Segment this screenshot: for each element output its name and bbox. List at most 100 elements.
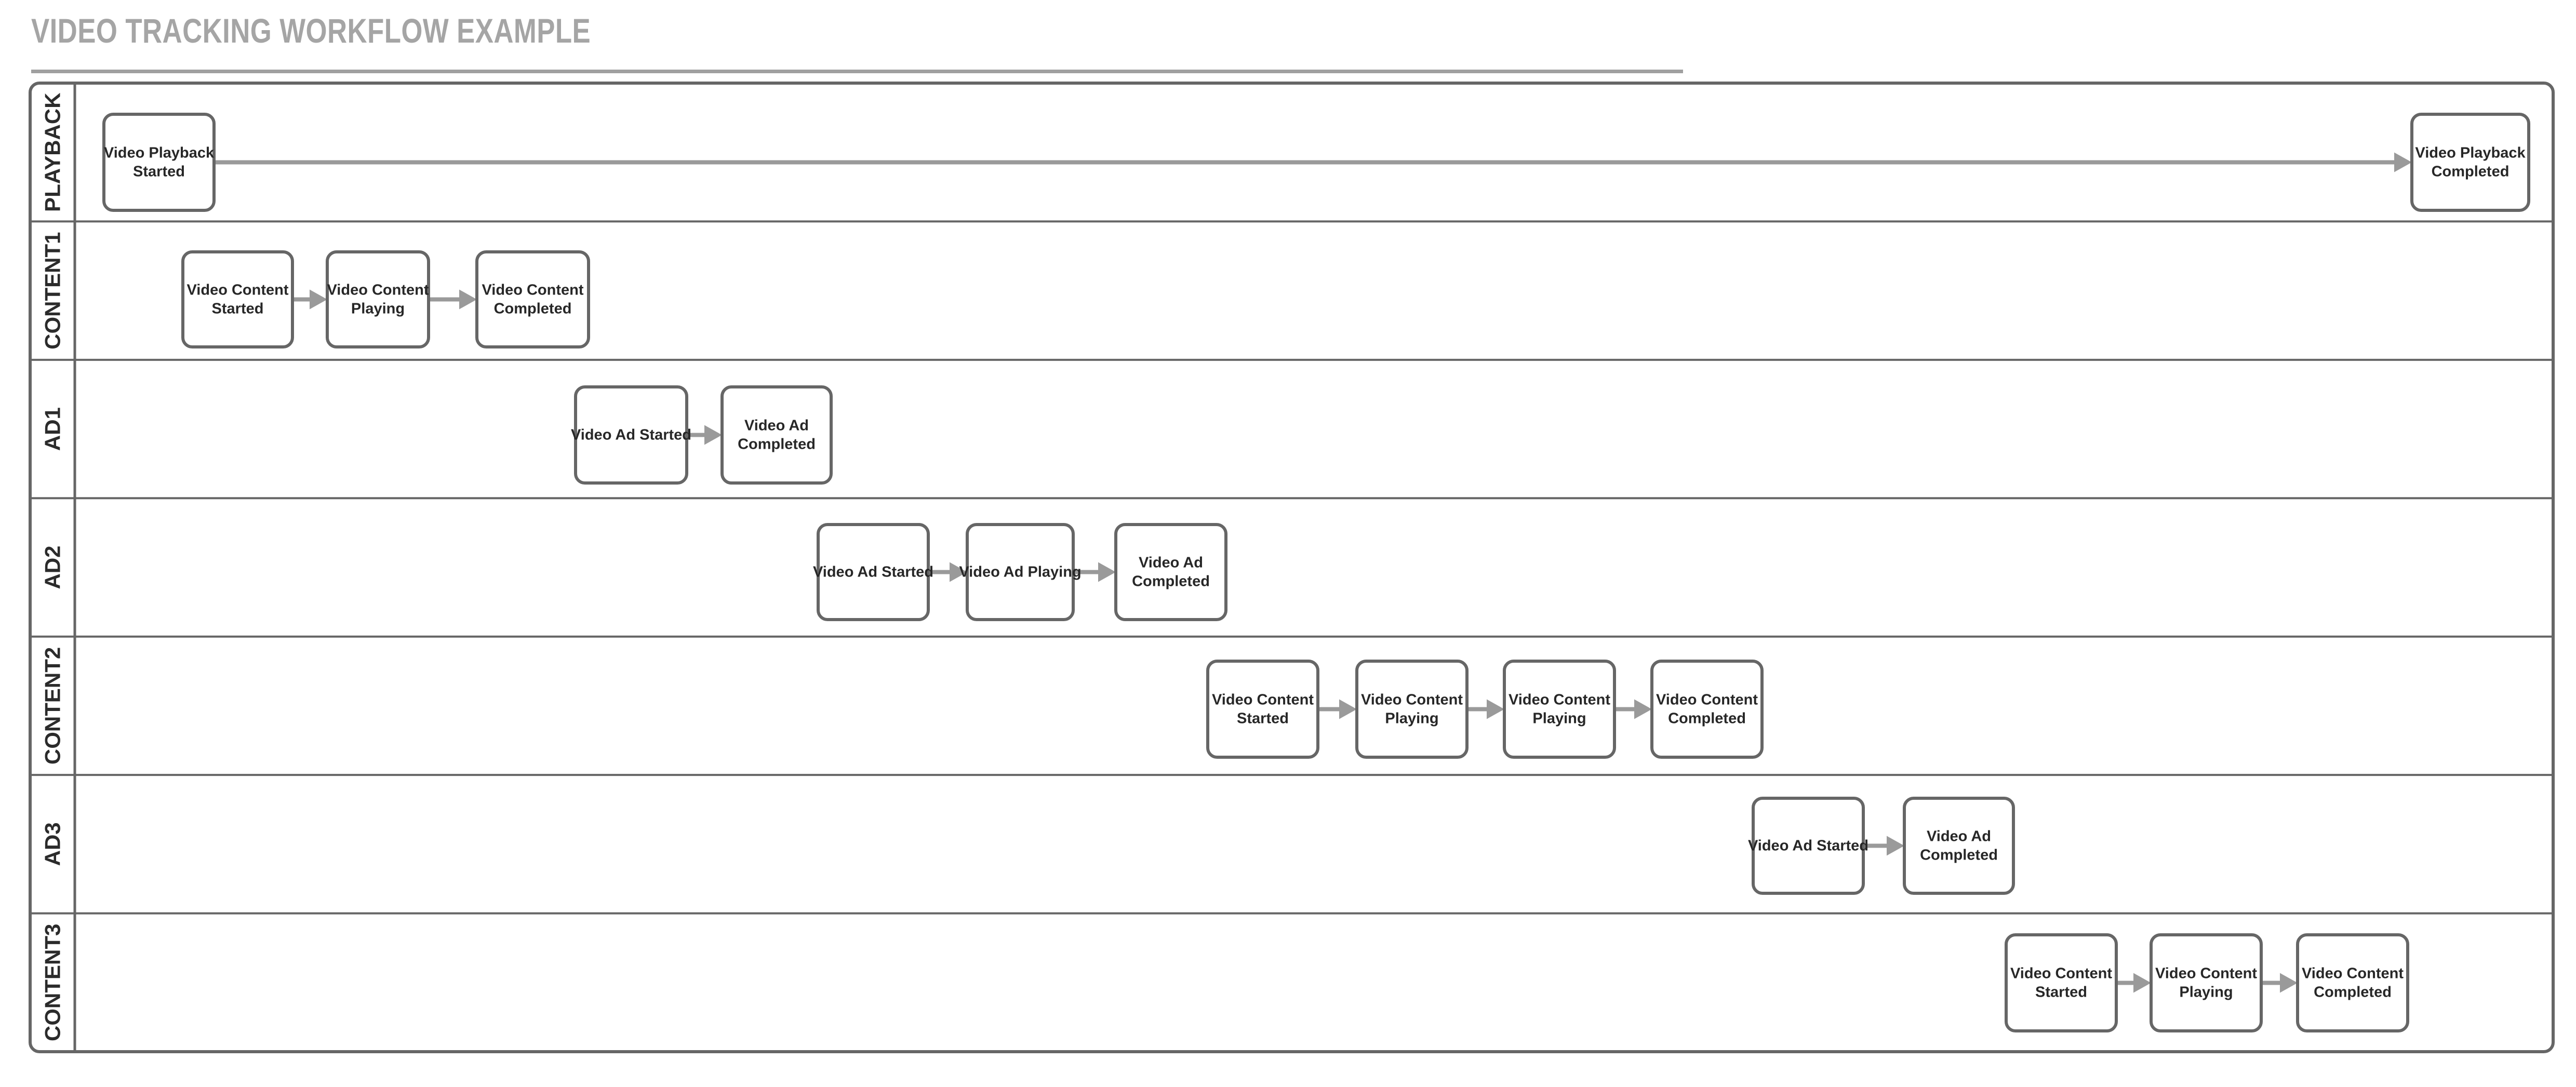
flow-node-box[interactable] [1206,660,1319,759]
lanes-layer: PLAYBACKCONTENT1AD1AD2CONTENT2AD3CONTENT… [29,82,2555,1053]
flow-node[interactable]: Video Ad Completed [720,385,833,485]
flow-node-label: Video Ad Started [1748,838,1868,854]
flow-arrow-head [1098,562,1116,582]
flow-arrow [928,562,967,582]
flow-arrow-head [2280,973,2298,993]
flow-arrow [1863,836,1904,856]
flow-arrow [214,152,2412,172]
flow-node-label: Video Content [2155,965,2257,982]
flow-arrow-head [950,562,967,582]
flow-node[interactable]: Video Ad Completed [1114,523,1227,621]
flow-node-box[interactable] [1752,797,1865,895]
flow-node-box[interactable] [1114,523,1227,621]
flow-arrow-head [1487,699,1504,719]
flow-node-label: Video Content [482,282,583,299]
flow-arrow [1467,699,1504,719]
flow-node-label: Video Ad Started [813,564,933,581]
flow-arrow [429,289,477,310]
flow-node-label: Video Content [186,282,288,299]
page-title: VIDEO TRACKING WORKFLOW EXAMPLE [31,11,591,50]
flow-arrow-head [310,289,327,310]
flow-node-label: Started [2035,984,2087,1001]
flow-node-label: Video Ad [1927,828,1991,845]
flow-node-box[interactable] [1650,660,1764,759]
lane-label-content2: CONTENT2 [41,647,65,764]
flow-arrow [2261,973,2298,993]
flow-arrow [2116,973,2151,993]
flow-node[interactable]: Video Ad Playing [959,523,1082,621]
flow-node-label: Started [1237,710,1289,727]
lane-label-ad2: AD2 [41,545,65,589]
flow-node-label: Completed [1920,847,1998,864]
flow-node-box[interactable] [326,250,430,348]
flow-node-box[interactable] [2005,933,2118,1032]
flow-node-box[interactable] [1903,797,2015,895]
lane-label-content3: CONTENT3 [41,924,65,1041]
flow-node-label: Video Content [1509,692,1610,708]
flow-arrow [1318,699,1357,719]
flow-arrow [1073,562,1116,582]
flow-node-label: Video Ad [1139,555,1203,571]
flow-node-label: Completed [1668,710,1746,727]
lane-label-ad3: AD3 [41,822,65,866]
flow-node-box[interactable] [1503,660,1616,759]
flow-node-label: Playing [1532,710,1586,727]
diagram-frame [29,82,2555,1053]
flow-node-label: Completed [738,436,816,453]
flow-node-box[interactable] [817,523,930,621]
flow-node[interactable]: Video Ad Started [1748,797,1868,895]
flow-node-box[interactable] [181,250,294,348]
page-title-block: VIDEO TRACKING WORKFLOW EXAMPLE [31,11,1683,73]
lane-label-content1: CONTENT1 [41,232,65,349]
lane-label-playback: PLAYBACK [41,92,65,211]
flow-arrow-head [1339,699,1357,719]
flow-arrow [1614,699,1652,719]
flow-node-label: Video Ad Playing [959,564,1081,581]
flow-node-label: Completed [2432,164,2510,180]
flow-node-box[interactable] [102,113,216,212]
flow-node-label: Video Ad Started [571,427,691,444]
flow-node-label: Video Playback [2415,145,2526,162]
flow-node-box[interactable] [2410,113,2530,212]
flow-node-label: Playing [1385,710,1438,727]
flow-arrow-head [1634,699,1652,719]
flow-node-box[interactable] [2296,933,2409,1032]
flow-node-label: Completed [2314,984,2392,1001]
flow-node[interactable]: Video Ad Started [571,385,691,485]
flow-arrow-head [459,289,477,310]
flow-node-box[interactable] [2150,933,2263,1032]
flow-arrow-head [2394,152,2412,172]
flow-node-label: Completed [1132,573,1210,590]
flow-arrow [687,425,722,445]
flow-node-label: Video Playback [104,145,215,162]
flow-arrow-head [1887,836,1904,856]
flow-node[interactable]: Video Ad Completed [1903,797,2015,895]
flow-node-box[interactable] [574,385,688,485]
flow-node-box[interactable] [720,385,833,485]
flow-node-box[interactable] [475,250,590,348]
flow-node-label: Video Content [1212,692,1314,708]
edges-layer [214,152,2412,993]
flow-arrow [292,289,327,310]
flow-node-label: Video Content [2302,965,2404,982]
flow-arrow-head [704,425,722,445]
flow-node-label: Video Content [1361,692,1463,708]
flow-node-box[interactable] [966,523,1075,621]
flow-node-label: Video Ad [744,418,809,434]
flow-node[interactable]: Video Ad Started [813,523,933,621]
flow-node-box[interactable] [1355,660,1469,759]
